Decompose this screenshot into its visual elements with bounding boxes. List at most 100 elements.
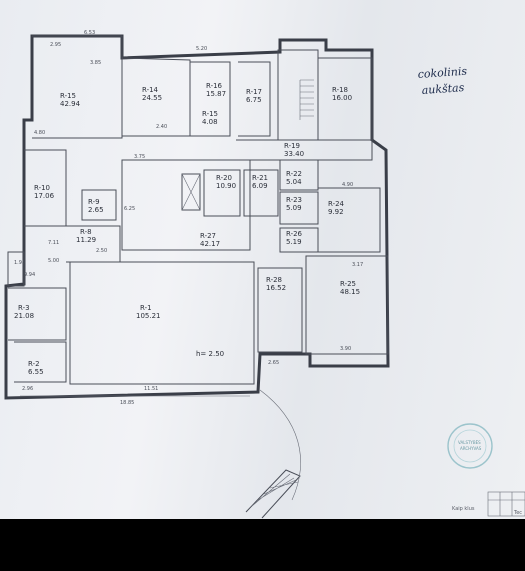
dim-label: 5.00 [48,258,59,264]
dim-label: 2.50 [96,248,107,254]
room-code-r24: R-24 [328,200,345,208]
dim-label: 4.80 [34,130,45,136]
room-code-r26: R-26 [286,230,303,238]
room-area-r23: 5.09 [286,204,302,212]
dim-label: 9.94 [24,272,35,278]
wall-r8 [66,225,121,263]
room-code-r19: R-19 [284,142,300,150]
room-code-r8: R-8 [80,228,92,236]
wall-r28 [257,267,303,353]
blueprint-sheet: R-15 42.94 R-14 24.55 R-16 15.87 R-15 4.… [0,0,525,519]
shaft [181,173,201,211]
room-code-r27: R-27 [200,232,216,240]
dim-label: 1.95 [14,260,25,266]
dimension-labels: 6.53 2.95 3.85 5.20 4.80 2.40 3.75 6.25 … [14,30,363,406]
shaft-cross [181,173,201,211]
room-code-r17: R-17 [246,88,262,96]
archive-stamp: VALSTYBĖS ARCHYVAS [447,423,493,469]
room-code-r20: R-20 [216,174,232,182]
ramp-line [259,389,301,501]
wall-r10 [24,149,67,227]
room-code-r28: R-28 [266,276,282,284]
room-area-r28: 16.52 [266,284,286,292]
room-area-r27: 42.17 [200,240,220,248]
room-area-r10: 17.06 [34,192,55,200]
dim-label: 4.90 [342,182,353,188]
wall-r1 [69,261,255,385]
room-code-r16: R-16 [206,82,223,90]
room-area-r1: 105.21 [136,312,161,320]
dim-label: 6.25 [124,206,135,212]
room-code-r21: R-21 [252,174,268,182]
wall-r17 [238,61,271,137]
stamp-line1: VALSTYBĖS [458,440,481,445]
wall-r23 [279,191,319,225]
room-area-r15: 42.94 [60,100,81,108]
dim-label: 3.17 [352,262,363,268]
wall-r22 [279,159,319,191]
wall-r15 [32,35,123,139]
stair-well [277,49,319,141]
corner-text-left: Kaip klus [452,506,475,512]
room-labels: R-15 42.94 R-14 24.55 R-16 15.87 R-15 4.… [14,82,360,376]
dim-label: 2.40 [156,124,167,130]
room-area-r9: 2.65 [88,206,104,214]
wall-r16 [190,61,231,137]
wall-r20 [203,169,241,217]
bottom-black-bar [0,519,525,571]
wall-r25 [305,255,389,355]
wall-small-left [7,251,25,287]
floor-plan: R-15 42.94 R-14 24.55 R-16 15.87 R-15 4.… [4,30,525,519]
room-area-r14: 24.55 [142,94,162,102]
room-area-r18: 16.00 [332,94,352,102]
wall-r26 [279,227,319,253]
outer-wall [4,34,390,400]
room-area-r24: 9.92 [328,208,344,216]
room-code-r15: R-15 [60,92,76,100]
floor-label-line2: aukštas [421,81,465,97]
wall-r21 [243,169,279,217]
corner-text-right: Tec [513,510,522,516]
height-note: h= 2.50 [196,350,224,358]
room-area-r8: 11.29 [76,236,96,244]
dim-label: 2.95 [50,42,61,48]
room-area-r3: 21.08 [14,312,34,320]
title-block: Kaip klus Tec [452,491,525,517]
room-code-r23: R-23 [286,196,302,204]
room-area-r15b: 4.08 [202,118,218,126]
room-area-r20: 10.90 [216,182,236,190]
room-code-r25: R-25 [340,280,356,288]
dim-label: 3.90 [340,346,351,352]
wall-r24 [318,187,381,253]
room-area-r22: 5.04 [286,178,302,186]
room-area-r21: 6.09 [252,182,268,190]
room-code-r14: R-14 [142,86,159,94]
dim-label: 3.85 [90,60,101,66]
stairs-top [299,79,314,120]
dim-label: 2.65 [268,360,279,366]
wall-r3 [8,287,67,341]
room-code-r10: R-10 [34,184,50,192]
room-area-r2: 6.55 [28,368,44,376]
room-area-r25: 48.15 [340,288,360,296]
wall-r9 [81,189,117,221]
wall-r14 [121,57,191,137]
stairs-bottom [245,469,301,519]
dim-label: 6.53 [84,30,95,36]
room-area-r19: 33.40 [284,150,304,158]
wall-r27 [121,159,251,251]
room-code-r15b: R-15 [202,110,218,118]
room-code-r1: R-1 [140,304,152,312]
room-area-r16: 15.87 [206,90,226,98]
room-area-r26: 5.19 [286,238,302,246]
room-code-r22: R-22 [286,170,302,178]
stamp-line2: ARCHYVAS [460,446,482,451]
room-code-r2: R-2 [28,360,40,368]
wall-r2 [14,341,67,383]
dim-label: 5.20 [196,46,207,52]
room-area-r17: 6.75 [246,96,262,104]
dim-label: 2.96 [22,386,33,392]
floor-label-line1: cokolinis [417,65,467,81]
room-code-r3: R-3 [18,304,30,312]
room-code-r9: R-9 [88,198,100,206]
